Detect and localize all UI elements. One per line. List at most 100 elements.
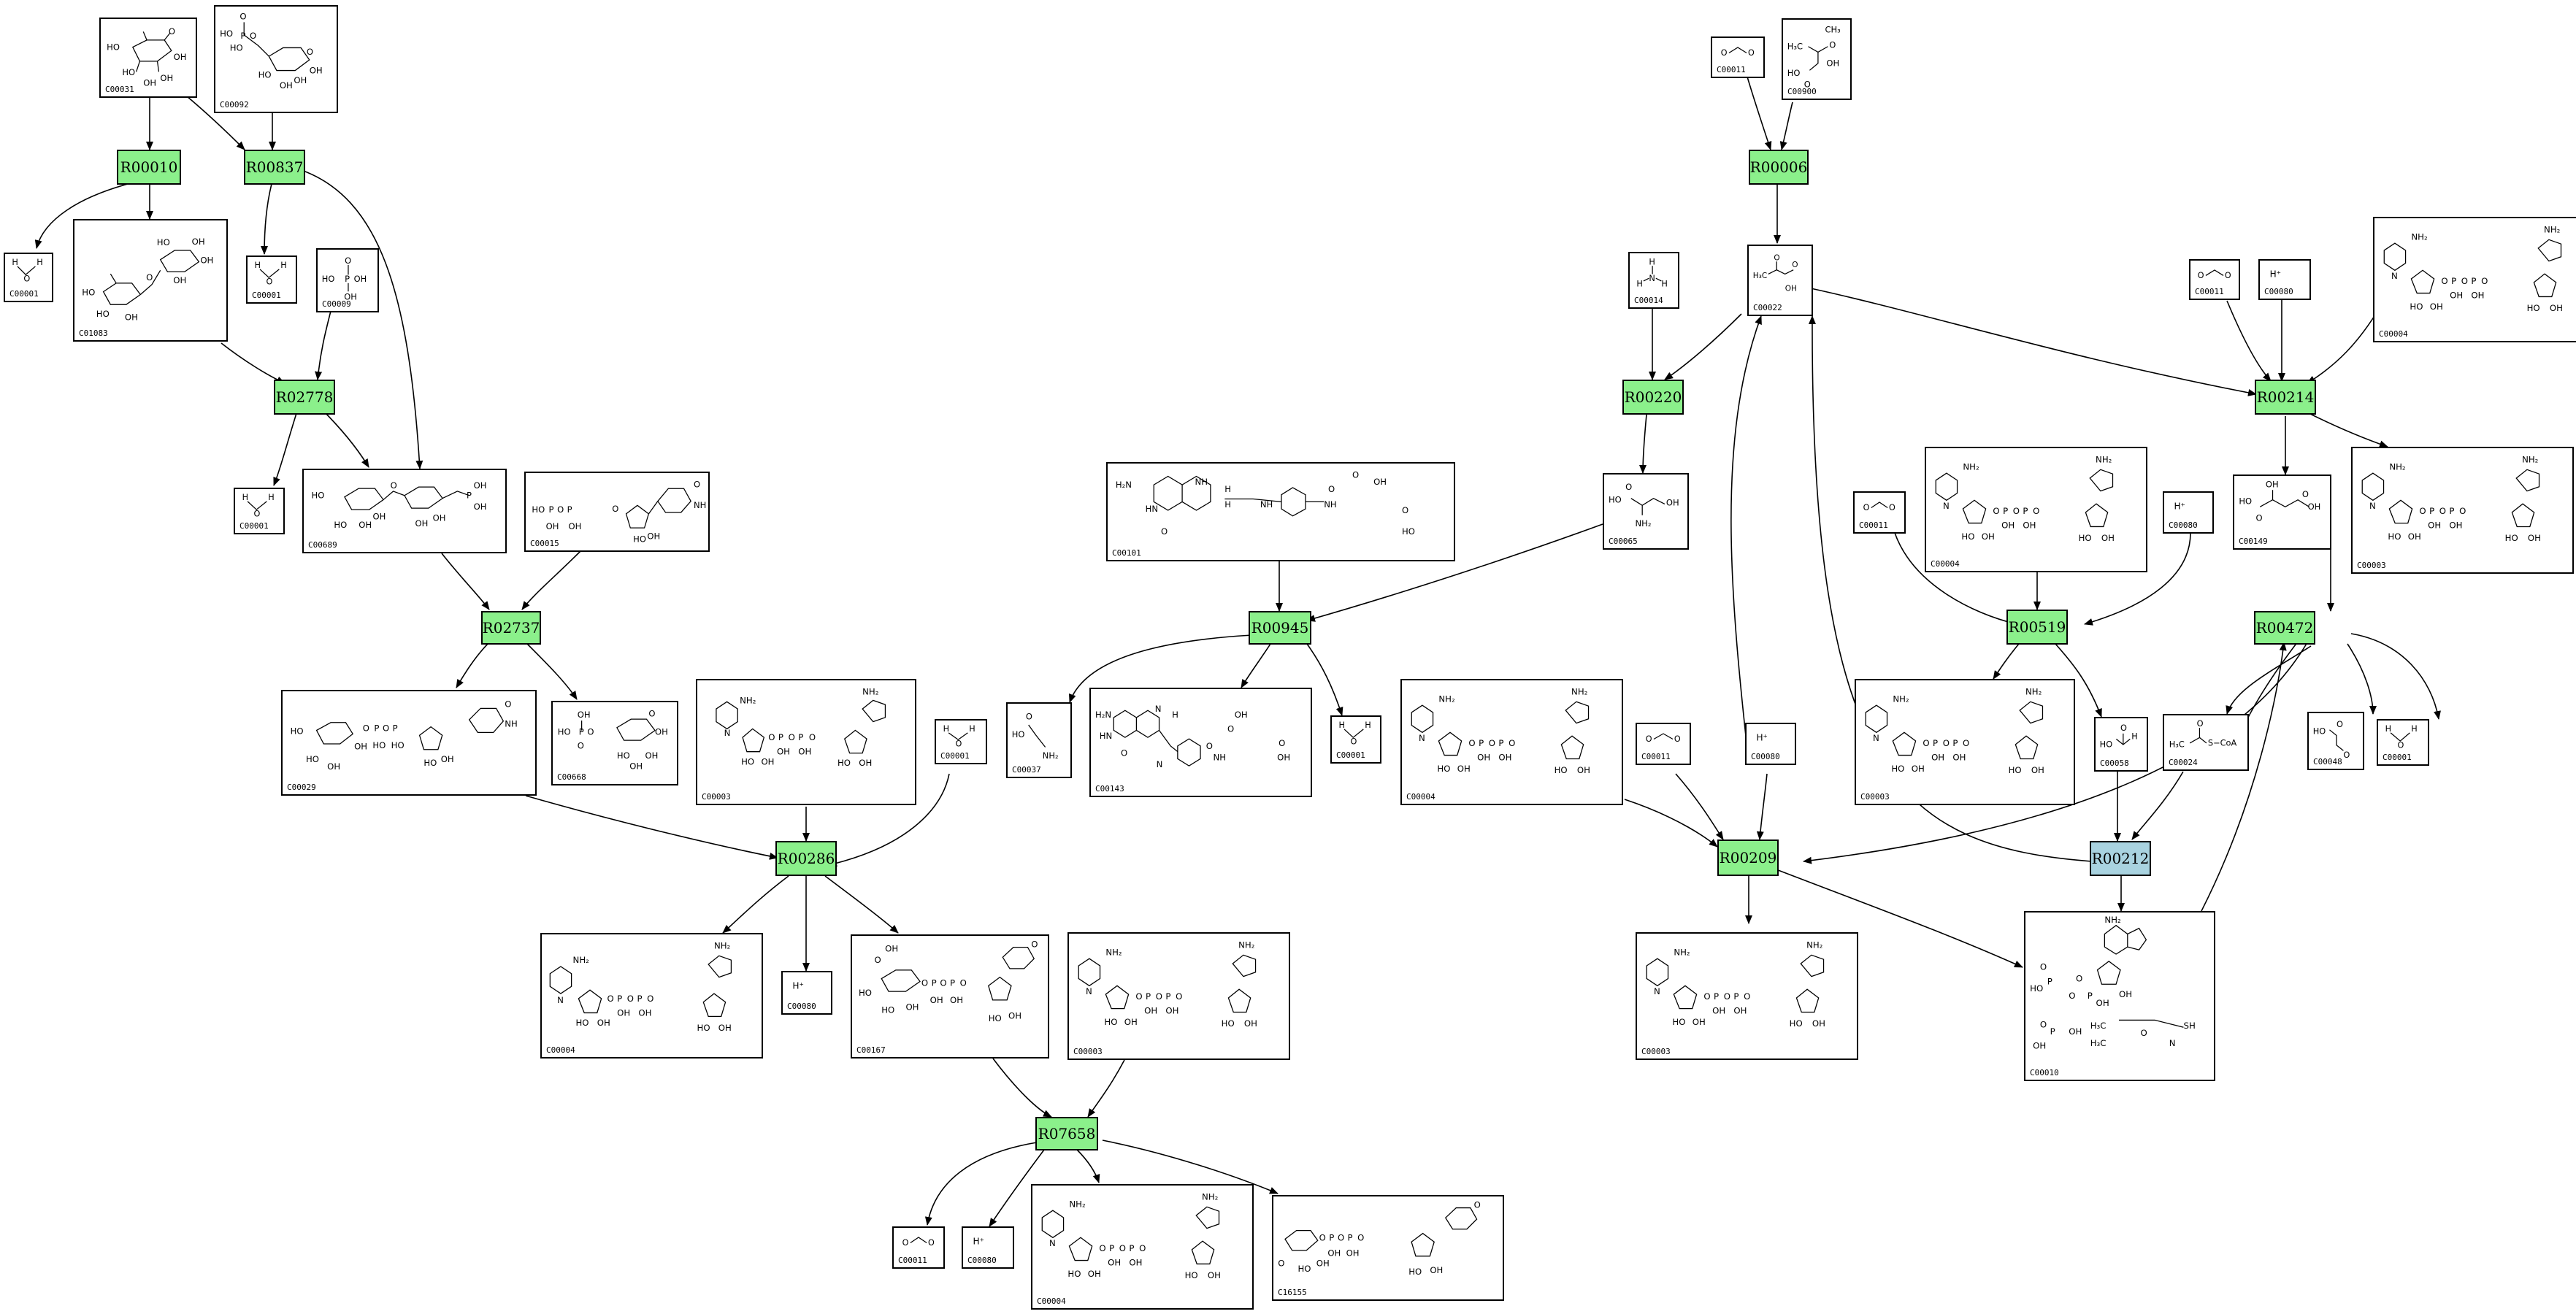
compound-node-c00080-e[interactable]: H⁺ C00080 — [2258, 259, 2311, 300]
reaction-node-r00006[interactable]: R00006 — [1749, 150, 1809, 185]
svg-text:O: O — [1402, 505, 1408, 515]
edge — [1810, 288, 2257, 396]
svg-text:H: H — [1172, 710, 1178, 720]
edge — [2226, 645, 2312, 715]
reaction-node-r00010[interactable]: R00010 — [117, 150, 181, 185]
reaction-node-r00519[interactable]: R00519 — [2006, 610, 2068, 645]
edge — [182, 92, 245, 150]
svg-text:OH: OH — [718, 1023, 732, 1033]
compound-id: C00080 — [787, 1002, 816, 1011]
reaction-node-r00472[interactable]: R00472 — [2254, 611, 2315, 645]
svg-text:HO: HO — [157, 237, 170, 247]
reaction-node-r00220[interactable]: R00220 — [1622, 380, 1684, 415]
scoa-label: S−CoA — [2208, 738, 2237, 748]
compound-node-c00080-b[interactable]: H⁺ C00080 — [962, 1226, 1014, 1269]
compound-id: C00004 — [1037, 1296, 1066, 1306]
edge — [34, 183, 129, 249]
svg-text:NH₂: NH₂ — [2025, 687, 2042, 697]
svg-text:P: P — [1329, 1232, 1334, 1242]
compound-node-c00080-d[interactable]: H⁺ C00080 — [2163, 491, 2214, 534]
svg-text:HO: HO — [1298, 1264, 1311, 1274]
svg-text:O: O — [768, 732, 775, 742]
svg-text:O: O — [1099, 1243, 1105, 1253]
svg-text:HO: HO — [258, 69, 272, 80]
reaction-node-r02737[interactable]: R02737 — [481, 611, 541, 645]
reaction-node-r00286[interactable]: R00286 — [775, 841, 837, 876]
reaction-node-r00214[interactable]: R00214 — [2255, 380, 2316, 415]
svg-text:HO: HO — [1961, 531, 1974, 542]
svg-text:N: N — [1873, 733, 1879, 743]
molecule-structure: H⁺ — [2270, 269, 2281, 279]
svg-text:O: O — [23, 274, 30, 284]
reaction-node-r00209[interactable]: R00209 — [1717, 840, 1779, 876]
svg-text:N: N — [557, 995, 564, 1005]
compound-node-c00080-a[interactable]: H⁺ C00080 — [781, 971, 832, 1015]
svg-text:OH: OH — [280, 80, 293, 91]
compound-node-c00080-c[interactable]: H⁺ C00080 — [1745, 723, 1796, 765]
reaction-node-r07658[interactable]: R07658 — [1035, 1117, 1098, 1150]
svg-text:N: N — [1049, 1238, 1056, 1248]
svg-text:NH₂: NH₂ — [1069, 1199, 1085, 1209]
svg-text:OH: OH — [2001, 520, 2015, 530]
svg-text:OH: OH — [1108, 1257, 1121, 1267]
svg-text:O: O — [2337, 719, 2343, 729]
reaction-node-r00212[interactable]: R00212 — [2090, 841, 2151, 876]
svg-text:N: N — [2169, 1038, 2176, 1048]
reaction-node-r02778[interactable]: R02778 — [274, 380, 335, 415]
reaction-node-r00945[interactable]: R00945 — [1249, 611, 1311, 645]
svg-text:OH: OH — [2119, 989, 2132, 999]
svg-text:H: H — [1365, 721, 1371, 730]
reaction-node-r00837[interactable]: R00837 — [244, 150, 305, 185]
svg-text:OH: OH — [1346, 1248, 1360, 1259]
